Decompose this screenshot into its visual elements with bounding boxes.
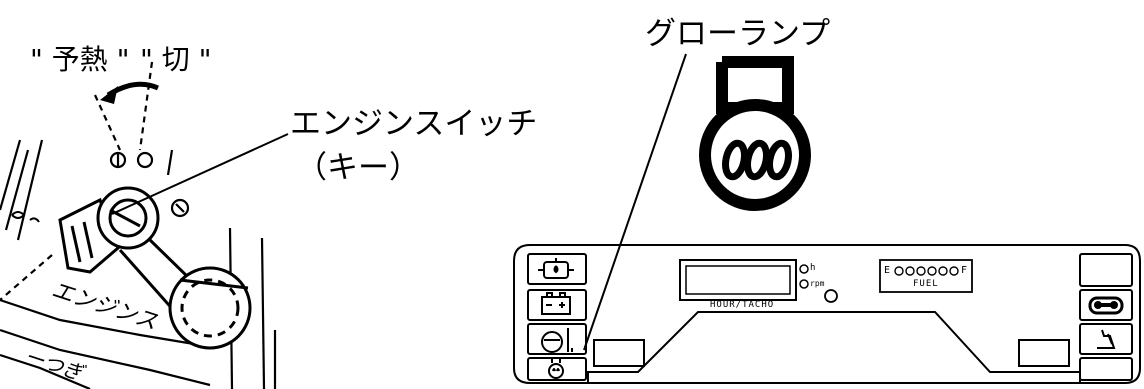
unit-h-label: h <box>810 263 816 273</box>
fuel-full-label: F <box>961 265 968 276</box>
service-icon <box>1097 329 1116 349</box>
engine-switch-label: エンジンスイッチ <box>290 106 538 142</box>
unit-rpm-label: rpm <box>810 279 825 288</box>
oil-pressure-icon <box>538 258 574 279</box>
fuel-empty-label: E <box>884 265 891 276</box>
key-label: （キー） <box>296 150 420 186</box>
coolant-temperature-icon <box>541 328 573 353</box>
fuel-label: FUEL <box>913 279 939 289</box>
off-label: " 切 " <box>140 43 212 76</box>
air-filter-icon <box>1088 296 1124 315</box>
preheat-label: " 予熱 " <box>30 43 130 76</box>
glow-plug-small-icon <box>548 357 564 379</box>
hour-tacho-label: HOUR/TACHO <box>710 300 775 310</box>
battery-charge-icon <box>541 292 571 315</box>
glow-lamp-label: グローランプ <box>645 16 831 52</box>
